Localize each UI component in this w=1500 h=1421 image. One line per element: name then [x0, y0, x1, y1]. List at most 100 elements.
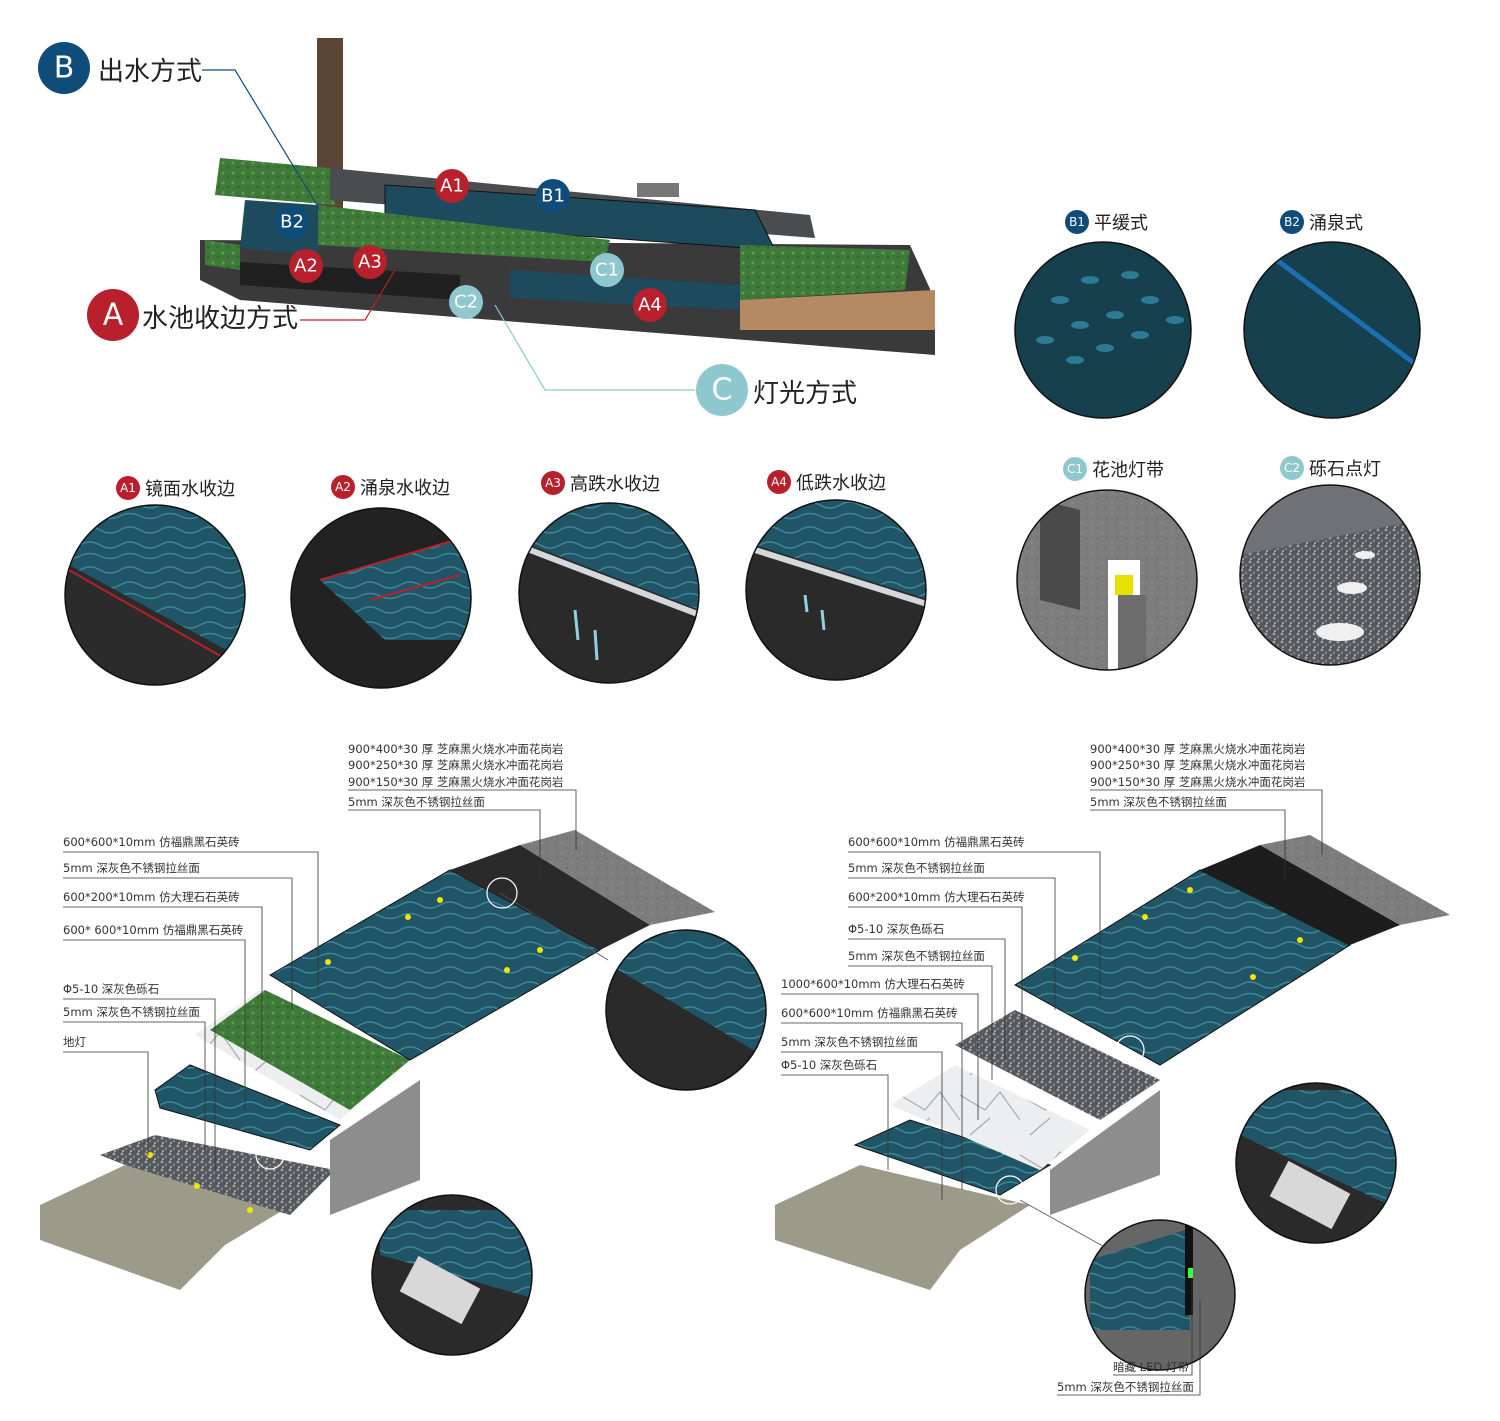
right-granite [1260, 835, 1450, 925]
detail-a4-badge: A4 [771, 475, 787, 489]
left-section-model [40, 830, 715, 1290]
badge-a4-text: A4 [638, 295, 662, 316]
detail-a1-badge: A1 [120, 481, 136, 495]
detail-c1-title: 花池灯带 [1092, 460, 1164, 481]
model-grass-east [740, 245, 910, 300]
detail-a3-badge: A3 [545, 476, 561, 490]
right-side-note-5: 5mm 深灰色不锈钢拉丝面 [848, 949, 985, 963]
detail-a3[interactable]: A3 高跌水收边 [515, 471, 705, 690]
main-label-a-badge: A [103, 298, 124, 333]
right-section-model [775, 835, 1450, 1290]
left-zoom-2 [255, 1140, 533, 1356]
left-side-note-3: 600*200*10mm 仿大理石石英砖 [63, 890, 240, 904]
detail-a1-title: 镜面水收边 [145, 479, 235, 500]
right-side-note-1: 600*600*10mm 仿福鼎黑石英砖 [848, 835, 1025, 849]
badge-b1-text: B1 [541, 186, 565, 207]
left-notes: 900*400*30 厚 芝麻黑火烧水冲面花岗岩 900*250*30 厚 芝麻… [63, 742, 577, 1170]
right-bottom-note-1: 暗藏 LED 灯带 [1113, 1360, 1189, 1374]
left-top-note-3: 900*150*30 厚 芝麻黑火烧水冲面花岗岩 [348, 775, 563, 789]
model-grass-left [215, 158, 335, 205]
right-side-note-9: Φ5-10 深灰色砾石 [781, 1058, 877, 1072]
badge-a2-text: A2 [294, 256, 318, 277]
main-label-c-text: 灯光方式 [753, 379, 857, 409]
left-dark-coping [450, 845, 650, 950]
right-side-note-6: 1000*600*10mm 仿大理石石英砖 [781, 977, 965, 991]
right-zoom-2 [995, 1175, 1236, 1371]
main-label-b-badge: B [54, 51, 75, 86]
badge-a3-text: A3 [358, 252, 382, 273]
left-zoom-1 [486, 877, 767, 1091]
detail-c2-title: 砾石点灯 [1309, 459, 1381, 480]
left-side-note-4: 600* 600*10mm 仿福鼎黑石英砖 [63, 923, 244, 937]
left-top-note-2: 900*250*30 厚 芝麻黑火烧水冲面花岗岩 [348, 758, 563, 772]
badge-a1[interactable]: A1 [435, 169, 469, 203]
detail-b1-badge: B1 [1069, 215, 1085, 229]
detail-b2-title: 涌泉式 [1309, 213, 1363, 234]
leader-a [300, 269, 396, 321]
detail-b2[interactable]: B2 涌泉式 [1240, 210, 1430, 420]
detail-a2-title: 涌泉水收边 [360, 478, 450, 499]
badge-c2-text: C2 [454, 292, 478, 313]
model-bench [637, 183, 679, 197]
left-wall [330, 1080, 420, 1215]
right-wall [1050, 1090, 1160, 1215]
model-grass-mid [318, 205, 610, 262]
left-grass-band [210, 990, 410, 1110]
detail-c2[interactable]: C2 砾石点灯 [1239, 456, 1421, 666]
left-low-pool [154, 1064, 341, 1151]
right-top-note-1: 900*400*30 厚 芝麻黑火烧水冲面花岗岩 [1090, 742, 1305, 756]
right-paving [775, 1165, 1030, 1290]
overview-model [200, 38, 935, 355]
detail-b1[interactable]: B1 平缓式 [1010, 210, 1200, 420]
right-gravel [955, 1010, 1160, 1120]
right-top-note-4: 5mm 深灰色不锈钢拉丝面 [1090, 795, 1227, 809]
left-top-note-1: 900*400*30 厚 芝麻黑火烧水冲面花岗岩 [348, 742, 563, 756]
badge-b2[interactable]: B2 [275, 205, 309, 239]
overview-badges: A1 B1 B2 A2 A3 C1 C2 A4 [275, 169, 667, 322]
right-side-note-2: 5mm 深灰色不锈钢拉丝面 [848, 861, 985, 875]
badge-c2[interactable]: C2 [449, 285, 483, 319]
right-dark-coping [1200, 845, 1400, 945]
right-side-note-3: 600*200*10mm 仿大理石石英砖 [848, 890, 1025, 904]
detail-c1[interactable]: C1 花池灯带 [1015, 457, 1205, 680]
detail-a4[interactable]: A4 低跌水收边 [745, 470, 935, 690]
left-side-note-1: 600*600*10mm 仿福鼎黑石英砖 [63, 835, 240, 849]
main-label-a-text: 水池收边方式 [142, 304, 298, 334]
left-side-note-5: Φ5-10 深灰色砾石 [63, 982, 159, 996]
right-side-note-4: Φ5-10 深灰色砾石 [848, 922, 944, 936]
right-top-note-2: 900*250*30 厚 芝麻黑火烧水冲面花岗岩 [1090, 758, 1305, 772]
detail-c1-badge: C1 [1067, 462, 1083, 476]
badge-c1[interactable]: C1 [590, 253, 624, 287]
left-side-note-6: 5mm 深灰色不锈钢拉丝面 [63, 1005, 200, 1019]
main-label-a[interactable]: A 水池收边方式 [87, 269, 396, 341]
leader-b [202, 69, 321, 211]
right-zoom-1 [1115, 1035, 1397, 1244]
left-side-note-2: 5mm 深灰色不锈钢拉丝面 [63, 861, 200, 875]
model-lower-pool [510, 270, 740, 310]
detail-c2-badge: C2 [1284, 461, 1300, 475]
right-low-pool [853, 1119, 1052, 1196]
badge-a2[interactable]: A2 [289, 249, 323, 283]
model-grass-west [205, 240, 240, 270]
main-label-c-badge: C [712, 373, 733, 408]
detail-b2-badge: B2 [1284, 215, 1300, 229]
model-planter [740, 290, 935, 330]
detail-a4-title: 低跌水收边 [796, 473, 886, 494]
detail-a1[interactable]: A1 镜面水收边 [60, 476, 260, 690]
main-label-c[interactable]: C 灯光方式 [494, 304, 857, 416]
detail-a3-title: 高跌水收边 [570, 474, 660, 495]
badge-a3[interactable]: A3 [353, 245, 387, 279]
leader-c [494, 304, 695, 391]
right-marble-band [890, 1065, 1090, 1170]
badge-b1[interactable]: B1 [536, 179, 570, 213]
left-granite [520, 830, 715, 925]
left-side-note-7: 地灯 [63, 1035, 86, 1049]
detail-a2[interactable]: A2 涌泉水收边 [290, 475, 480, 695]
badge-c1-text: C1 [595, 260, 619, 281]
detail-a2-badge: A2 [335, 480, 351, 494]
main-label-b[interactable]: B 出水方式 [38, 42, 321, 211]
right-notes: 900*400*30 厚 芝麻黑火烧水冲面花岗岩 900*250*30 厚 芝麻… [781, 742, 1323, 1396]
badge-a4[interactable]: A4 [633, 288, 667, 322]
main-label-b-text: 出水方式 [98, 57, 202, 87]
right-bottom-note-2: 5mm 深灰色不锈钢拉丝面 [1057, 1380, 1194, 1394]
